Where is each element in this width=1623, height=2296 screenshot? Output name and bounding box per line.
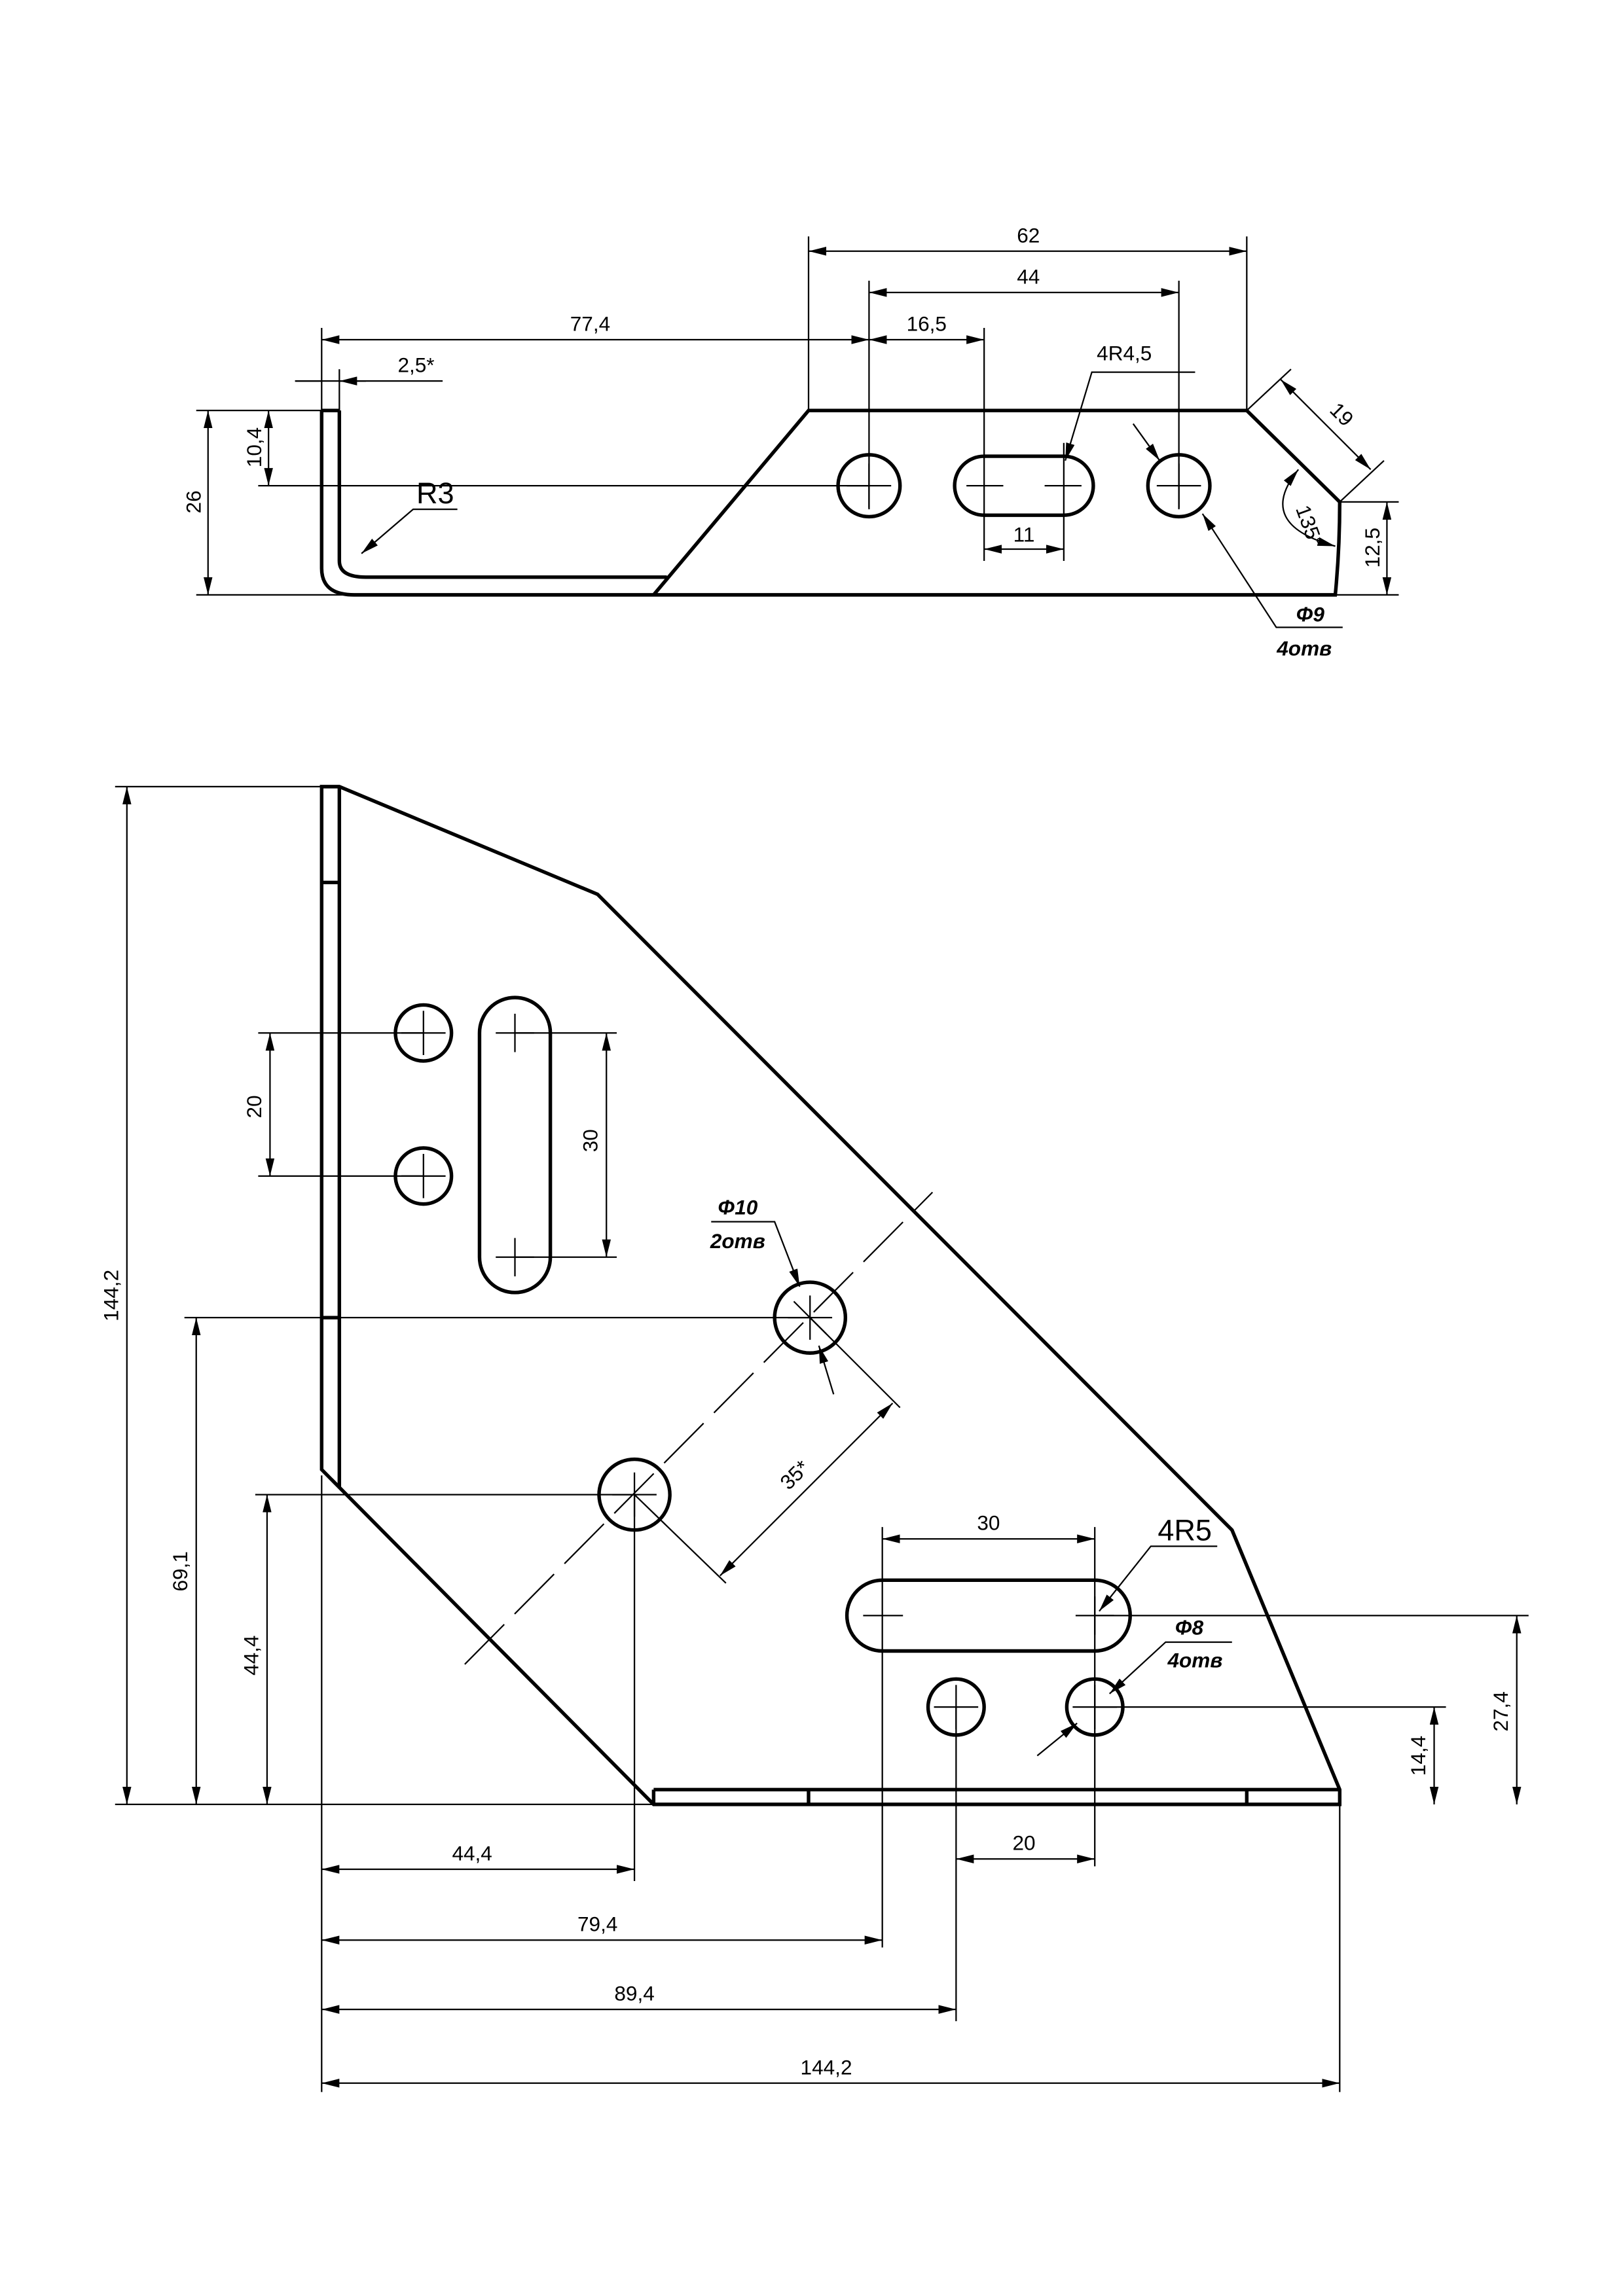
- dim-89-4: 89,4: [614, 1982, 654, 2005]
- angle-arc: [1282, 469, 1336, 547]
- dim-69-1: 69,1: [168, 1551, 192, 1591]
- label-phi10-count: 2отв: [710, 1229, 765, 1253]
- extension-lines: [196, 236, 1399, 596]
- dim-20-horizontal: 20: [1012, 1831, 1035, 1855]
- dim-14-4: 14,4: [1406, 1736, 1430, 1776]
- dim-11: 11: [1013, 523, 1035, 547]
- dim-44-4-horizontal: 44,4: [452, 1842, 492, 1865]
- dim-16-5: 16,5: [907, 312, 947, 335]
- dim-144-2-horizontal: 144,2: [801, 2055, 852, 2079]
- leader-phi9-a: [1132, 423, 1161, 461]
- dim-10-4: 10,4: [242, 427, 266, 467]
- leader-phi10: [711, 1221, 801, 1287]
- dim-26: 26: [181, 490, 205, 513]
- dim-20-vertical: 20: [242, 1095, 266, 1118]
- leader-phi9-b: [1201, 513, 1343, 628]
- leader-phi8: [1108, 1641, 1232, 1695]
- dim-144-2-vertical: 144,2: [99, 1270, 122, 1321]
- leader-phi8-b: [1036, 1723, 1078, 1757]
- label-r3: R3: [416, 476, 454, 510]
- dim-30-horizontal: 30: [977, 1511, 1000, 1535]
- dim-62: 62: [1017, 223, 1040, 247]
- label-phi8-count: 4отв: [1167, 1648, 1222, 1672]
- diagonal-centerline: [464, 1191, 934, 1665]
- plan-view: 144,2 69,1 44,4 20 30 30 27,4 14,4 44,4 …: [99, 785, 1529, 2092]
- dim-44: 44: [1017, 264, 1040, 288]
- label-4r4-5: 4R4,5: [1097, 342, 1152, 365]
- angle-135: 135°: [1291, 502, 1328, 550]
- label-4r5: 4R5: [1158, 1513, 1212, 1547]
- dim-77-4: 77,4: [570, 312, 610, 335]
- dim-19: 19: [1325, 398, 1358, 431]
- label-phi9: Φ9: [1296, 602, 1324, 626]
- dim-44-4-vertical: 44,4: [239, 1636, 263, 1676]
- label-4otv: 4отв: [1276, 636, 1332, 660]
- dim-35-line: [719, 1403, 894, 1577]
- leader-4r5: [1099, 1545, 1218, 1612]
- side-view: 62 44 77,4 16,5 2,5* 4R4,5 R3 11 26 10,4…: [181, 223, 1399, 660]
- label-phi10: Φ10: [718, 1195, 757, 1219]
- label-phi8: Φ8: [1175, 1616, 1204, 1640]
- dim-30-vertical: 30: [579, 1129, 602, 1152]
- leader-r3: [361, 509, 458, 554]
- center-marks: [401, 1011, 1118, 1729]
- dim-2-5: 2,5*: [397, 353, 434, 377]
- plan-extension-lines: [115, 785, 1529, 2092]
- side-outline: [319, 408, 1342, 597]
- leader-phi10-b: [818, 1345, 835, 1395]
- dim-12-5: 12,5: [1360, 528, 1384, 567]
- dim-19-line: [1280, 379, 1372, 471]
- dim-79-4: 79,4: [577, 1912, 617, 1936]
- leader-4r45: [1065, 371, 1195, 461]
- dim-27-4: 27,4: [1489, 1691, 1512, 1731]
